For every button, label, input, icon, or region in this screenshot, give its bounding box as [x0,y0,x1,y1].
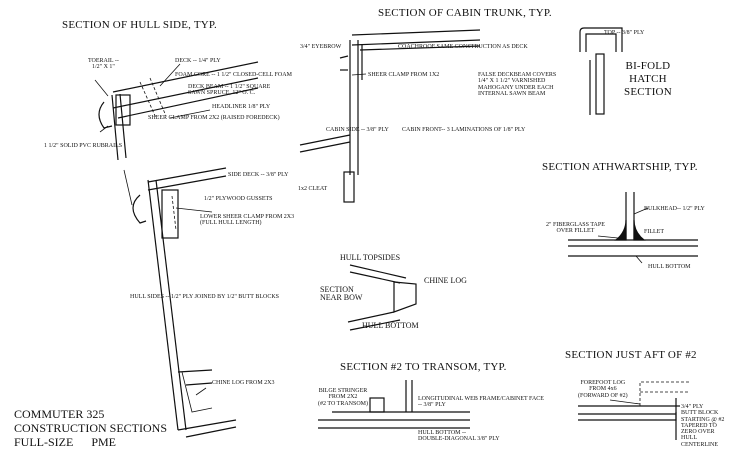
label-chine-log-2x3: CHINE LOG FROM 2X3 [212,380,275,386]
label-fillet: FILLET [644,229,664,235]
label-deck-beam: DECK BEAM -- 1 1/2" SQUARE SAWN SPRUCE, … [188,84,271,97]
aft-section [578,381,690,440]
heading-aft: SECTION JUST AFT OF #2 [565,349,697,361]
label-sheer-clamp-1x2: SHEER CLAMP FROM 1X2 [368,72,440,78]
athwartship-section [568,192,698,264]
heading-near-bow: SECTION NEAR BOW [320,285,363,303]
label-sheer-clamp: SHEER CLAMP FROM 2X2 (RAISED FOREDECK) [148,115,280,121]
label-rubrails: 1 1/2" SOLID PVC RUBRAILS [44,143,123,149]
label-hull-sides: HULL SIDES -- 1/2" PLY JOINED BY 1/2" BU… [130,294,280,300]
label-headliner: HEADLINER 1/8" PLY [212,104,271,110]
title-line-1: COMMUTER 325 [14,407,105,421]
label-deck: DECK -- 1/4" PLY [175,58,221,64]
heading-athwartship: SECTION ATHWARTSHIP, TYP. [542,161,698,173]
label-bilge-stringer: BILGE STRINGER FROM 2X2 (#2 TO TRANSOM) [318,388,369,407]
label-bulkhead: BULKHEAD-- 1/2" PLY [644,206,705,212]
label-gussets: 1/2" PLYWOOD GUSSETS [204,196,273,202]
label-hull-bottom-athwart: HULL BOTTOM [648,264,691,270]
label-forefoot-log: FOREFOOT LOG FROM 4x6 (FORWARD OF #2) [578,380,628,399]
title-line-2: CONSTRUCTION SECTIONS [14,421,168,435]
heading-transom: SECTION #2 TO TRANSOM, TYP. [340,361,507,373]
label-butt-block: 3/4" PLY BUTT BLOCK STARTING @ #2 TAPERE… [681,404,725,448]
label-coachroof: COACHROOF SAME CONSTRUCTION AS DECK [398,44,528,50]
label-hull-bottom-diagonal: HULL BOTTOM -- DOUBLE-DIAGONAL 3/8" PLY [418,430,500,443]
label-eyebrow: 3/4" EYEBROW [300,44,342,50]
title-line-3: FULL-SIZE PME [14,435,116,449]
label-toerail: TOERAIL -- 1/2" X 1" [88,58,119,71]
label-hull-bottom-bow: HULL BOTTOM [362,321,419,330]
bifold-hatch-section [579,27,623,115]
heading-bifold-hatch: BI-FOLD HATCH SECTION [624,60,672,99]
label-foam-core: FOAM CORE -- 1 1/2" CLOSED-CELL FOAM [175,72,292,78]
label-web-frame: LONGITUDINAL WEB FRAME/CABINET FACE -- 3… [418,396,544,409]
near-bow-section [347,264,417,331]
label-side-deck: SIDE DECK -- 3/8" PLY [228,172,289,178]
hull-side-section [94,61,259,438]
label-fiberglass-tape: 2" FIBERGLASS TAPE OVER FILLET [546,222,605,235]
transom-section [318,380,470,429]
label-top-ply: TOP -- 3/8" PLY [604,30,645,36]
heading-hull-side: SECTION OF HULL SIDE, TYP. [62,19,217,31]
label-cabin-front: CABIN FRONT-- 3 LAMINATIONS OF 1/8" PLY [402,127,526,133]
label-cleat: 1x2 CLEAT [298,186,328,192]
label-false-deckbeam: FALSE DECKBEAM COVERS 1/4" X 1 1/2" VARN… [478,72,557,97]
cabin-trunk-section [299,29,481,203]
label-cabin-side: CABIN SIDE -- 3/8" PLY [326,127,389,133]
label-lower-sheer-clamp: LOWER SHEER CLAMP FROM 2X3 (FULL HULL LE… [200,214,295,227]
label-chine-log: CHINE LOG [424,276,467,285]
heading-cabin-trunk: SECTION OF CABIN TRUNK, TYP. [378,7,552,19]
label-hull-topsides: HULL TOPSIDES [340,253,401,262]
